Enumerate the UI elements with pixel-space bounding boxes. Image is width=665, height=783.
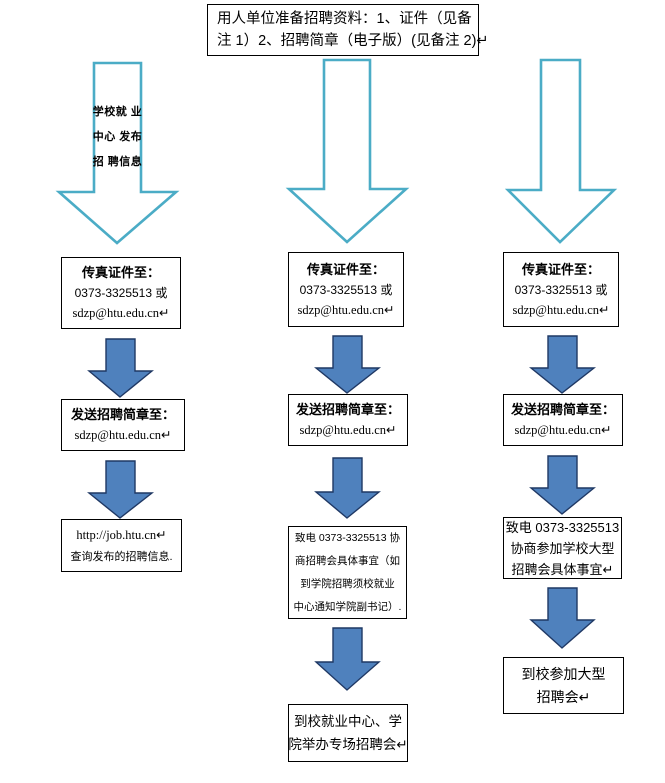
col2-call-box: 致电 0373-3325513 协 商招聘会具体事宜（如 到学院招聘须校就业 中… <box>288 526 407 619</box>
col1-send-brochure-box: 发送招聘简章至： sdzp@htu.edu.cn↵ <box>61 399 185 451</box>
col2-call-line2: 商招聘会具体事宜（如 <box>295 554 400 567</box>
col2-send-line1: 发送招聘简章至： <box>295 402 400 417</box>
hollow-arrow-column3 <box>504 58 618 244</box>
col3-call-line3: 招聘会具体事宜↵ <box>511 561 614 577</box>
solid-arrow-col2-call-to-attend <box>314 627 381 691</box>
col3-attend-line1: 到校参加大型 <box>521 665 606 682</box>
col2-fax-box: 传真证件至： 0373-3325513 或 sdzp@htu.edu.cn↵ <box>288 252 404 327</box>
prepare-materials-box: 用人单位准备招聘资料：1、证件（见备 注 1）2、招聘简章（电子版）(见备注 2… <box>207 4 489 56</box>
col3-call-line1: 致电 0373-3325513 <box>505 519 620 535</box>
col3-send-brochure-box: 发送招聘简章至： sdzp@htu.edu.cn↵ <box>503 394 623 446</box>
col1-fax-line2: 0373-3325513 或 <box>74 286 168 300</box>
hollow-arrow-publish-info <box>55 61 180 245</box>
solid-arrow-col3-call-to-attend <box>529 587 596 649</box>
col1-fax-box: 传真证件至： 0373-3325513 或 sdzp@htu.edu.cn↵ <box>61 257 181 329</box>
col3-fax-box: 传真证件至： 0373-3325513 或 sdzp@htu.edu.cn↵ <box>503 252 619 327</box>
hollow-arrow-column2 <box>285 58 410 244</box>
solid-arrow-col3-send-to-call <box>529 455 596 515</box>
prepare-materials-line1: 用人单位准备招聘资料：1、证件（见备 <box>217 11 472 27</box>
col2-attend-box: 到校就业中心、学 院举办专场招聘会↵ <box>288 704 408 762</box>
col3-send-line1: 发送招聘简章至： <box>510 402 615 417</box>
col3-fax-line2: 0373-3325513 或 <box>514 282 608 297</box>
col3-attend-line2: 招聘会↵ <box>536 688 591 705</box>
publish-info-label-line2: 业中心 <box>92 106 143 143</box>
col3-fax-line1: 传真证件至： <box>521 261 600 277</box>
col2-attend-line2: 院举办专场招聘会↵ <box>288 737 408 752</box>
solid-arrow-col1-fax-to-send <box>87 338 154 398</box>
solid-arrow-col1-send-to-web <box>87 460 155 519</box>
col1-website-url: http://job.htu.cn↵ <box>76 527 167 542</box>
col2-fax-line3: sdzp@htu.edu.cn↵ <box>297 302 395 317</box>
col1-fax-line3: sdzp@htu.edu.cn↵ <box>72 306 170 320</box>
col2-fax-line2: 0373-3325513 或 <box>299 282 393 297</box>
col2-send-line2: sdzp@htu.edu.cn↵ <box>299 423 397 437</box>
col2-send-brochure-box: 发送招聘简章至： sdzp@htu.edu.cn↵ <box>288 394 408 446</box>
col3-fax-line3: sdzp@htu.edu.cn↵ <box>512 302 610 317</box>
col2-attend-line1: 到校就业中心、学 <box>294 714 402 729</box>
col3-call-line2: 协商参加学校大型 <box>510 540 615 556</box>
col3-send-line2: sdzp@htu.edu.cn↵ <box>514 423 612 437</box>
col1-send-line1: 发送招聘简章至： <box>70 407 175 422</box>
solid-arrow-col2-send-to-call <box>314 457 381 519</box>
col1-fax-line1: 传真证件至： <box>81 265 160 280</box>
solid-arrow-col3-fax-to-send <box>529 335 597 394</box>
publish-info-arrow-label: 学校就 业中心 发布招 聘信息 <box>90 100 145 175</box>
publish-info-label-line4: 聘信息 <box>107 156 143 168</box>
col1-send-line2: sdzp@htu.edu.cn↵ <box>74 428 172 442</box>
col3-call-box: 致电 0373-3325513 协商参加学校大型 招聘会具体事宜↵ <box>503 517 622 579</box>
col2-call-line4: 中心通知学院副书记）. <box>293 600 402 613</box>
prepare-materials-line2: 注 1）2、招聘简章（电子版）(见备注 2)↵ <box>217 33 489 49</box>
col1-website-box: http://job.htu.cn↵ 查询发布的招聘信息. <box>61 519 182 572</box>
solid-arrow-col2-fax-to-send <box>314 335 382 394</box>
col1-website-desc: 查询发布的招聘信息. <box>70 550 173 563</box>
col2-call-line3: 到学院招聘须校就业 <box>300 577 395 590</box>
col2-fax-line1: 传真证件至： <box>306 261 385 277</box>
col2-call-line1: 致电 0373-3325513 协 <box>294 531 401 544</box>
publish-info-label-line1: 学校就 <box>92 106 128 118</box>
publish-info-label-line3: 发布招 <box>92 131 143 168</box>
col3-attend-box: 到校参加大型 招聘会↵ <box>503 657 624 714</box>
